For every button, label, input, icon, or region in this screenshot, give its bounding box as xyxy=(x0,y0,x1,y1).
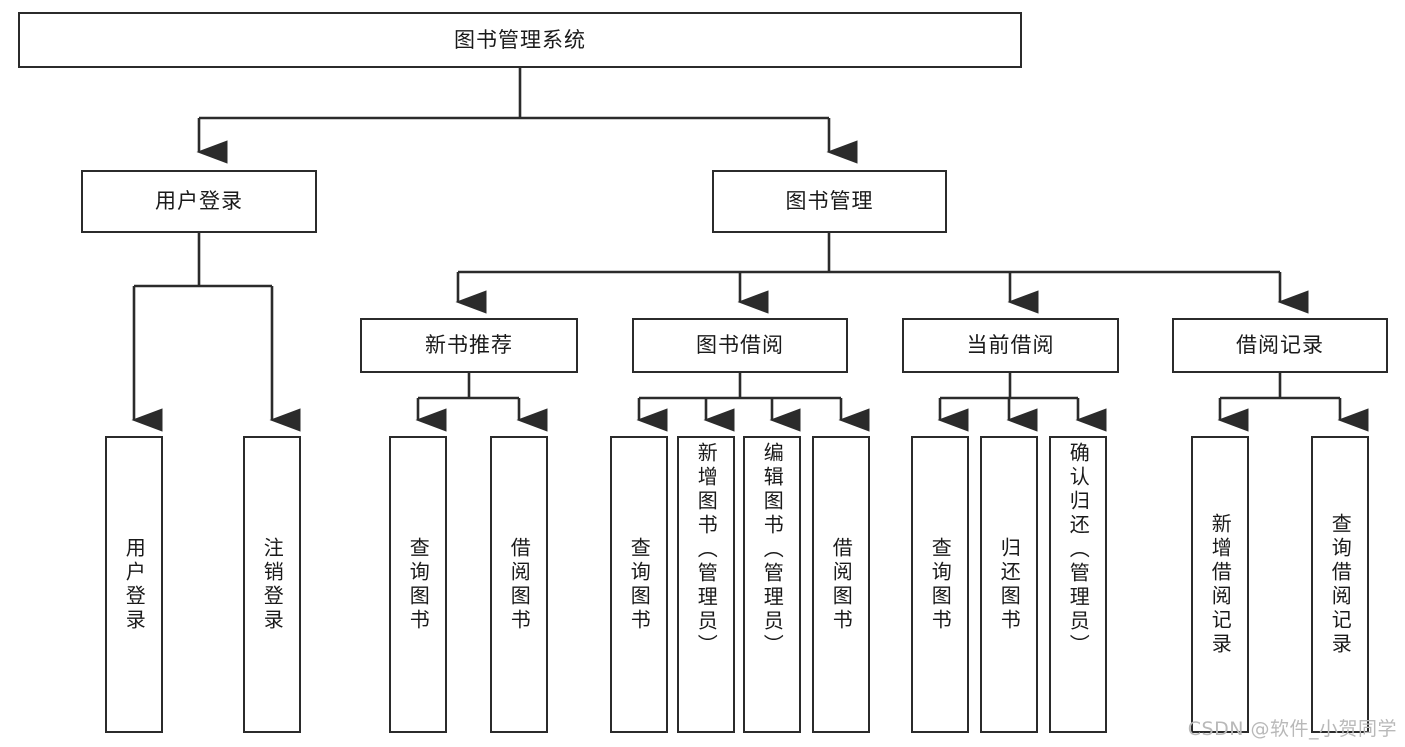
node-leaf-query-record-label: 查询借阅记录 xyxy=(1328,512,1353,657)
node-root-label: 图书管理系统 xyxy=(454,27,586,52)
node-leaf-confirm-return[interactable]: 确认归还（管理员） xyxy=(1049,436,1107,733)
node-new-book-rec-label: 新书推荐 xyxy=(425,333,513,357)
node-leaf-query-book-2-label: 查询图书 xyxy=(627,536,652,633)
node-leaf-user-login[interactable]: 用户登录 xyxy=(105,436,163,733)
node-leaf-return-book-label: 归还图书 xyxy=(997,536,1022,633)
csdn-watermark: CSDN @软件_小贺同学 xyxy=(1187,718,1397,740)
node-current-borrow[interactable]: 当前借阅 xyxy=(902,318,1119,373)
node-leaf-query-book-1-label: 查询图书 xyxy=(406,536,431,633)
node-leaf-return-book[interactable]: 归还图书 xyxy=(980,436,1038,733)
node-leaf-logout[interactable]: 注销登录 xyxy=(243,436,301,733)
node-leaf-edit-book[interactable]: 编辑图书（管理员） xyxy=(743,436,801,733)
node-leaf-edit-book-label: 编辑图书（管理员） xyxy=(760,442,785,658)
node-root[interactable]: 图书管理系统 xyxy=(18,12,1022,68)
node-leaf-confirm-return-label: 确认归还（管理员） xyxy=(1066,442,1091,658)
node-leaf-borrow-book-2-label: 借阅图书 xyxy=(829,536,854,633)
node-current-borrow-label: 当前借阅 xyxy=(966,333,1055,357)
node-book-mgmt-label: 图书管理 xyxy=(785,189,874,213)
node-leaf-query-book-3-label: 查询图书 xyxy=(928,536,953,633)
node-leaf-add-record[interactable]: 新增借阅记录 xyxy=(1191,436,1249,733)
node-leaf-query-record[interactable]: 查询借阅记录 xyxy=(1311,436,1369,733)
node-leaf-user-login-label: 用户登录 xyxy=(122,536,147,633)
node-leaf-add-book[interactable]: 新增图书（管理员） xyxy=(677,436,735,733)
node-leaf-borrow-book-1[interactable]: 借阅图书 xyxy=(490,436,548,733)
node-leaf-borrow-book-2[interactable]: 借阅图书 xyxy=(812,436,870,733)
node-borrow-record-label: 借阅记录 xyxy=(1236,333,1324,357)
node-leaf-logout-label: 注销登录 xyxy=(260,536,285,633)
node-leaf-query-book-1[interactable]: 查询图书 xyxy=(389,436,447,733)
node-leaf-query-book-3[interactable]: 查询图书 xyxy=(911,436,969,733)
node-book-borrow-label: 图书借阅 xyxy=(696,333,784,357)
node-new-book-rec[interactable]: 新书推荐 xyxy=(360,318,578,373)
node-leaf-borrow-book-1-label: 借阅图书 xyxy=(507,536,532,633)
node-leaf-add-book-label: 新增图书（管理员） xyxy=(694,442,719,658)
node-leaf-query-book-2[interactable]: 查询图书 xyxy=(610,436,668,733)
node-book-borrow[interactable]: 图书借阅 xyxy=(632,318,848,373)
node-user-login-label: 用户登录 xyxy=(155,189,243,213)
node-leaf-add-record-label: 新增借阅记录 xyxy=(1208,512,1233,657)
node-book-mgmt[interactable]: 图书管理 xyxy=(712,170,947,233)
node-user-login[interactable]: 用户登录 xyxy=(81,170,317,233)
node-borrow-record[interactable]: 借阅记录 xyxy=(1172,318,1388,373)
